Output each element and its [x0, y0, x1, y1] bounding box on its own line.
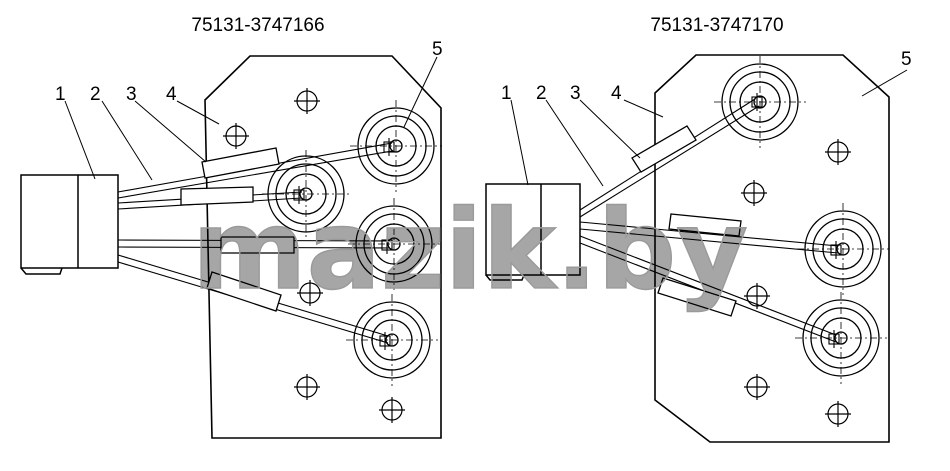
- left-sleeves: [180, 147, 295, 312]
- right-mounting-holes: [741, 139, 851, 427]
- watermark: mazik.by: [192, 186, 748, 314]
- right-leaders: [510, 69, 908, 187]
- right-pins: [751, 93, 842, 348]
- left-callout-1: 1: [55, 84, 66, 105]
- right-callout-4: 4: [611, 83, 622, 104]
- left-part-number: 75131-3747166: [191, 15, 324, 36]
- right-center-lines: [714, 56, 889, 384]
- right-part-number: 75131-3747170: [650, 15, 783, 36]
- right-callout-5: 5: [901, 49, 912, 70]
- right-callout-3: 3: [570, 83, 581, 104]
- right-connector: [485, 183, 581, 281]
- left-assembly: 75131-3747166: [20, 15, 443, 439]
- left-center-lines: [262, 100, 442, 386]
- left-mounting-holes: [223, 88, 405, 423]
- left-pins: [293, 138, 395, 350]
- left-mounting-plate: [204, 55, 442, 439]
- right-assembly: 75131-3747170: [485, 15, 912, 443]
- right-callout-1: 1: [501, 83, 512, 104]
- left-callouts: 1 2 3 4 5: [55, 39, 443, 105]
- right-callout-2: 2: [536, 83, 547, 104]
- left-callout-5: 5: [432, 39, 443, 60]
- left-leaders: [64, 56, 438, 181]
- left-callout-2: 2: [90, 84, 101, 105]
- right-callouts: 1 2 3 4 5: [501, 49, 912, 104]
- left-connector: [20, 174, 119, 275]
- left-callout-3: 3: [126, 84, 137, 105]
- left-callout-4: 4: [166, 84, 177, 105]
- right-sleeves: [631, 125, 742, 317]
